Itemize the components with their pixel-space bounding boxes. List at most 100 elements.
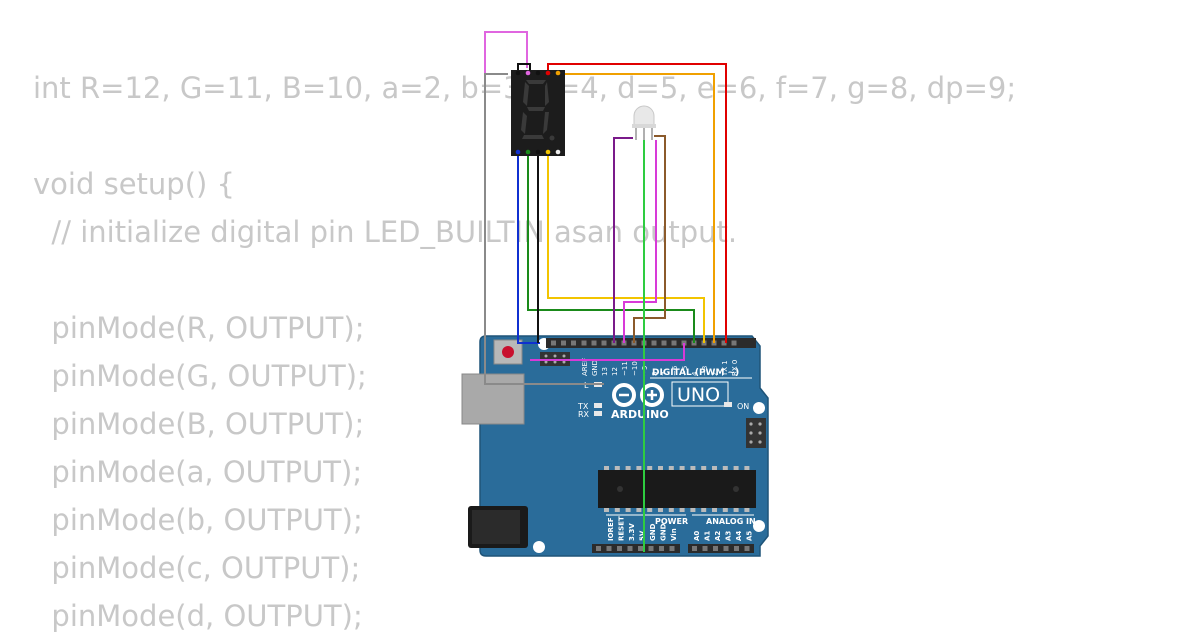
power-pin-socket[interactable]	[659, 546, 664, 551]
code-line: pinMode(a, OUTPUT);	[33, 455, 363, 489]
digital-pin-label: ~3	[701, 366, 709, 376]
led-on-label: ON	[737, 402, 749, 411]
code-line: pinMode(b, OUTPUT);	[33, 503, 363, 537]
code-line: pinMode(d, OUTPUT);	[33, 599, 363, 633]
model-label: UNO	[677, 384, 720, 406]
analog-pin-socket[interactable]	[734, 546, 739, 551]
analog-pin-socket[interactable]	[723, 546, 729, 551]
digital-pin-label: GND	[591, 360, 599, 376]
power-pin-label: IOREF	[607, 517, 615, 541]
digital-pin-label: AREF	[581, 358, 589, 376]
code-line: pinMode(c, OUTPUT);	[33, 551, 361, 585]
wire-magenta-return[interactable]	[530, 343, 685, 361]
digital-header-label: DIGITAL (PWM ~)	[652, 368, 739, 378]
wire-brown[interactable]	[633, 135, 666, 343]
power-pin-socket[interactable]	[596, 546, 601, 551]
code-line: pinMode(G, OUTPUT);	[33, 359, 367, 393]
digital-pin-label: TX 1	[721, 360, 729, 377]
power-pin-socket[interactable]	[606, 546, 612, 551]
chip-pins	[604, 466, 750, 512]
wire-yellow[interactable]	[547, 152, 705, 343]
power-jack	[468, 506, 528, 548]
wire-gray[interactable]	[484, 73, 594, 385]
power-pin-label: GND	[660, 523, 668, 541]
code-line: pinMode(B, OUTPUT);	[33, 407, 365, 441]
code-line: pinMode(R, OUTPUT);	[33, 311, 365, 345]
analog-pin-label: A3	[725, 531, 733, 541]
power-pin-socket[interactable]	[648, 546, 654, 551]
atmega-chip	[598, 470, 756, 508]
power-pin-socket[interactable]	[669, 546, 675, 551]
power-pin-label: GND	[649, 523, 657, 541]
wire-red[interactable]	[547, 63, 727, 343]
digital-pin-label: 8	[651, 372, 659, 376]
power-pin-socket[interactable]	[617, 546, 622, 551]
digital-pin-socket[interactable]	[731, 340, 737, 346]
display-bottom-pins	[515, 149, 561, 155]
led-on	[724, 402, 732, 407]
digital-pin-label: 13	[601, 367, 609, 376]
header-socket	[551, 340, 556, 346]
digital-pin-socket[interactable]	[581, 340, 587, 346]
analog-pin-label: A5	[746, 531, 754, 541]
analog-pin-label: A1	[704, 531, 712, 541]
model-box	[671, 381, 729, 407]
analog-header	[688, 544, 754, 553]
digital-pin-label: 4	[691, 371, 699, 376]
power-pin-label: Vin	[670, 528, 678, 541]
digital-pin-socket[interactable]	[601, 340, 607, 346]
digital-pin-label: 2	[711, 372, 719, 376]
wire-magenta[interactable]	[623, 140, 657, 343]
seven-segment-display[interactable]	[511, 70, 565, 156]
display-top-pins	[515, 70, 561, 76]
wire-black-top[interactable]	[517, 63, 531, 74]
led-l-label: L	[584, 381, 589, 390]
header-socket	[561, 340, 566, 346]
analog-pin-socket[interactable]	[702, 546, 708, 551]
wire-purple[interactable]	[613, 137, 633, 343]
wires[interactable]	[484, 31, 727, 552]
code-line: // initialize digital pin LED_BUILTIN as…	[33, 215, 738, 249]
analog-label: ANALOG IN	[706, 517, 756, 526]
power-header	[592, 544, 680, 553]
digital-pin-socket[interactable]	[671, 340, 677, 346]
digital-pin-socket[interactable]	[721, 340, 727, 346]
analog-pin-label: A2	[714, 531, 722, 541]
code-line: void setup() {	[33, 167, 235, 201]
analog-pin-label: A0	[693, 531, 701, 541]
analog-pin-socket[interactable]	[692, 546, 697, 551]
brand-label: ARDUINO	[611, 408, 669, 421]
power-pin-socket[interactable]	[627, 546, 633, 551]
analog-pin-socket[interactable]	[744, 546, 750, 551]
digital-pin-label: ~11	[621, 361, 629, 376]
power-label: POWER	[655, 517, 688, 526]
analog-pin-socket[interactable]	[713, 546, 718, 551]
power-pin-label: 5V	[639, 530, 647, 541]
digital-pin-socket[interactable]	[661, 340, 667, 346]
digital-pin-label: RX 0	[731, 360, 739, 376]
mounting-hole	[533, 541, 545, 553]
led-tx	[594, 403, 602, 408]
usb-connector	[461, 373, 525, 425]
wire-pink[interactable]	[484, 31, 528, 76]
digital-pin-socket[interactable]	[591, 340, 597, 346]
wire-green[interactable]	[527, 152, 695, 343]
bottom-pin-sockets	[596, 546, 750, 551]
analog-pin-label: A4	[735, 531, 743, 541]
wire-blue[interactable]	[517, 152, 540, 344]
rgb-led[interactable]	[632, 105, 656, 140]
power-pin-label: RESET	[618, 516, 626, 541]
power-pin-label: 3.3V	[628, 523, 636, 541]
led-rx-label: RX	[578, 410, 590, 419]
digital-pin-socket[interactable]	[651, 340, 657, 346]
power-pin-socket[interactable]	[638, 546, 643, 551]
icsp-header-right	[746, 418, 766, 448]
digital-header	[546, 338, 756, 348]
digital-pin-label: 12	[611, 367, 619, 376]
